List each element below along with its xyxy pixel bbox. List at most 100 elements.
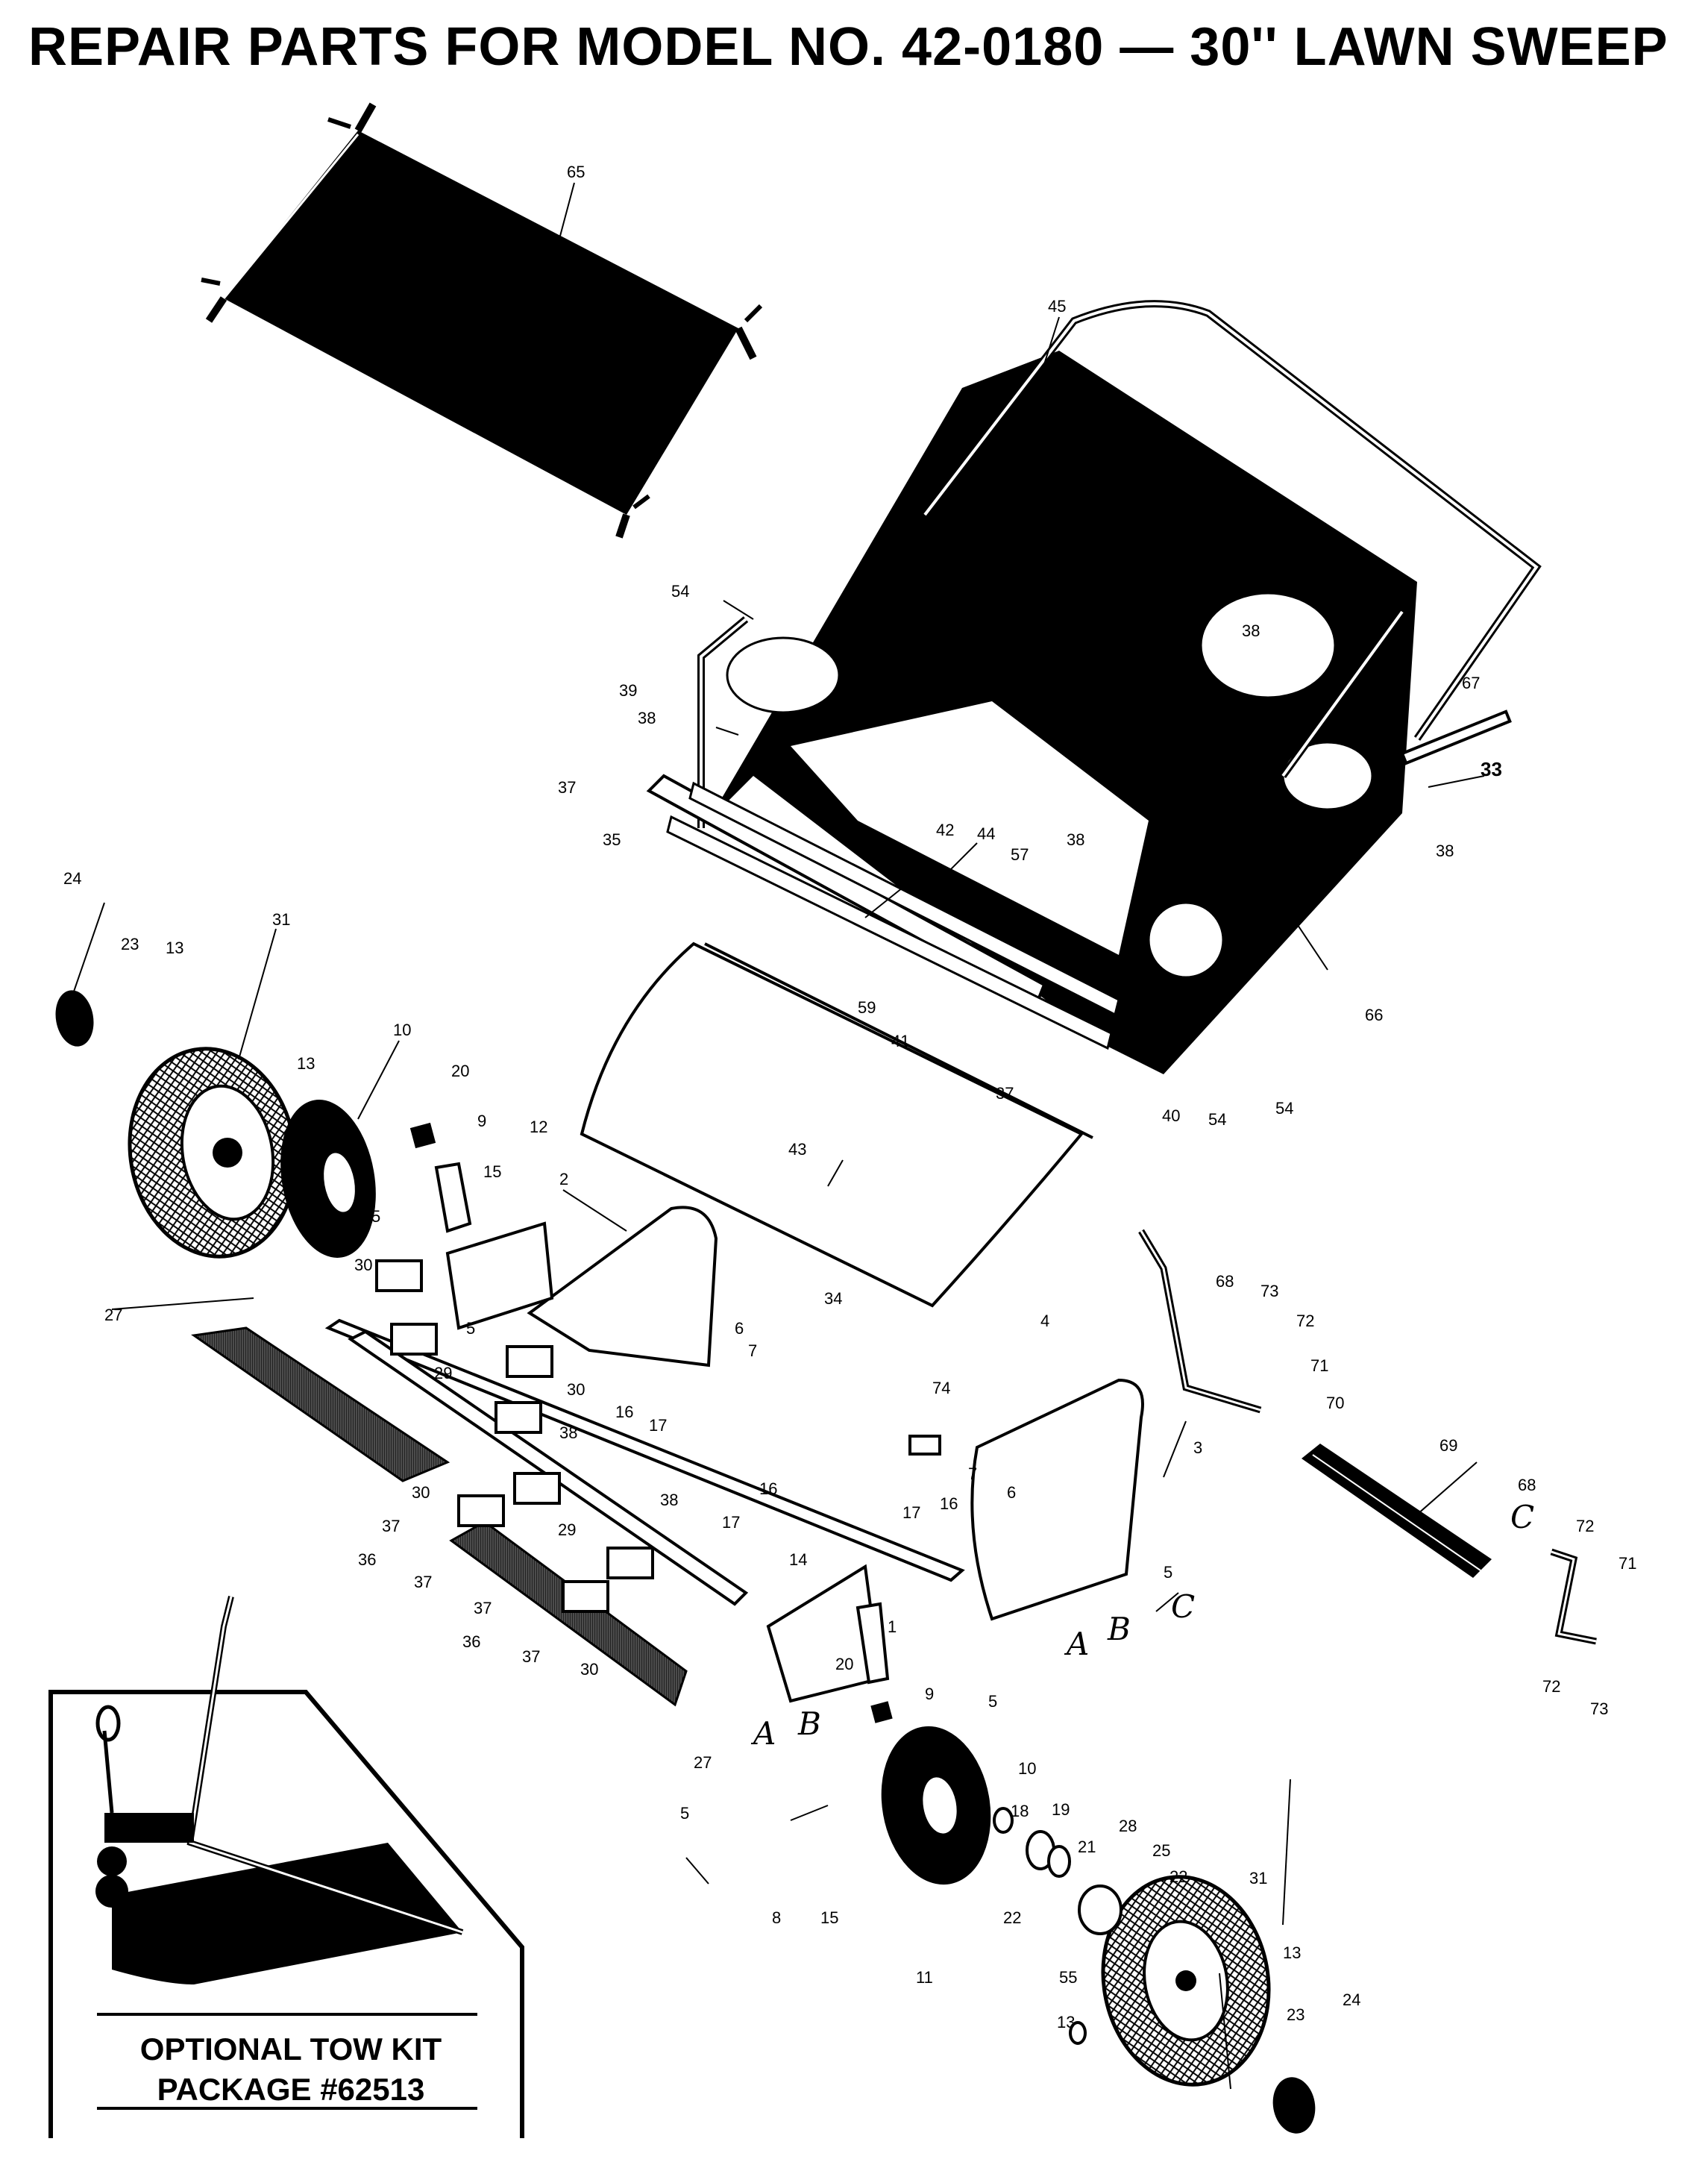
- callout-4: 4: [1040, 1312, 1049, 1330]
- callout-38: 38: [1067, 830, 1084, 849]
- callout-numbers: 65 45 54 33 38 67 39 38 38 37 33 38 44 4…: [63, 163, 1636, 2031]
- brush-27-right: [449, 1520, 688, 1707]
- callout-15: 15: [483, 1162, 501, 1181]
- callout-42: 42: [936, 821, 954, 839]
- callout-73: 73: [1260, 1282, 1278, 1300]
- frame-bars: [646, 774, 1120, 1050]
- handle-67: [697, 300, 1542, 828]
- callout-21: 21: [1078, 1838, 1096, 1856]
- callout-13: 13: [1057, 2013, 1075, 2031]
- callout-30: 30: [412, 1483, 430, 1502]
- left-cap-24: [55, 990, 94, 1047]
- callout-7: 7: [748, 1341, 757, 1360]
- callout-5: 5: [1164, 1563, 1172, 1582]
- callout-37: 37: [382, 1517, 400, 1535]
- right-hubcap-10: [881, 1726, 991, 1885]
- callout-24: 24: [1343, 1990, 1360, 2009]
- callout-45: 45: [1048, 297, 1066, 316]
- callout-20: 20: [835, 1655, 853, 1673]
- ref-letter-b: B: [797, 1705, 821, 1742]
- ref-letter-b: B: [1107, 1611, 1131, 1647]
- callout-5: 5: [929, 1757, 938, 1776]
- tow-kit-caption: OPTIONAL TOW KIT PACKAGE #62513: [67, 2029, 515, 2110]
- callout-2: 2: [559, 1170, 568, 1188]
- springs-20: [409, 1122, 893, 1723]
- callout-57: 57: [1011, 845, 1029, 864]
- ref-letter-a: A: [750, 1715, 776, 1752]
- callout-54: 54: [1275, 1099, 1293, 1118]
- callout-5: 5: [466, 1319, 475, 1338]
- callout-59: 59: [858, 998, 876, 1017]
- callout-74: 74: [932, 1379, 950, 1397]
- callout-36: 36: [462, 1632, 480, 1651]
- callout-37: 37: [414, 1573, 432, 1591]
- ref-letter-c: C: [1171, 1588, 1195, 1625]
- hopper-66: [709, 351, 1417, 1074]
- callout-7: 7: [968, 1464, 977, 1483]
- callout-29: 29: [558, 1520, 576, 1539]
- callout-31: 31: [272, 910, 290, 929]
- callout-73: 73: [1590, 1699, 1608, 1718]
- tow-kit-caption-line2: PACKAGE #62513: [157, 2072, 425, 2107]
- callout-30: 30: [567, 1380, 585, 1399]
- callout-5: 5: [680, 1804, 689, 1823]
- callout-16: 16: [615, 1403, 633, 1421]
- callout-23: 23: [121, 935, 139, 953]
- callout-8: 8: [772, 1908, 781, 1927]
- tow-kit-caption-line1: OPTIONAL TOW KIT: [139, 2031, 442, 2067]
- side-plates: [527, 1206, 1144, 1703]
- bag-cover-65: [201, 102, 763, 539]
- callout-31: 31: [1249, 1869, 1267, 1887]
- callout-37: 37: [996, 1084, 1014, 1103]
- callout-37: 37: [522, 1647, 540, 1666]
- callout-16: 16: [759, 1479, 777, 1498]
- callout-12: 12: [530, 1118, 547, 1136]
- callout-19: 19: [1052, 1800, 1070, 1819]
- callout-67: 67: [1462, 674, 1480, 692]
- callout-27: 27: [694, 1753, 712, 1772]
- callout-39: 39: [619, 681, 637, 700]
- deflector-plate-34: [580, 942, 1093, 1308]
- callout-1: 1: [888, 1617, 897, 1636]
- left-wheel-31: [128, 1047, 298, 1259]
- callout-17: 17: [902, 1503, 920, 1522]
- callout-5: 5: [371, 1207, 380, 1226]
- reference-letters: A B C A B C: [750, 1499, 1534, 1752]
- right-cap-24: [1272, 2077, 1316, 2134]
- callout-22: 22: [1169, 1867, 1187, 1886]
- bolts: [908, 709, 1512, 1456]
- callout-72: 72: [1576, 1517, 1594, 1535]
- callout-68: 68: [1216, 1272, 1234, 1291]
- callout-6: 6: [1007, 1483, 1016, 1502]
- callout-23: 23: [1287, 2005, 1304, 2024]
- callout-30: 30: [580, 1660, 598, 1679]
- callout-70: 70: [1326, 1394, 1344, 1412]
- ref-letter-a: A: [1064, 1626, 1089, 1662]
- brush-27-left: [191, 1326, 450, 1482]
- callout-25: 25: [1152, 1841, 1170, 1860]
- callout-29: 29: [434, 1364, 452, 1382]
- callout-18: 18: [1011, 1802, 1029, 1820]
- axle-14: [324, 1318, 965, 1606]
- callout-37: 37: [474, 1599, 492, 1617]
- callout-72: 72: [1296, 1312, 1314, 1330]
- callout-13: 13: [1283, 1943, 1301, 1962]
- callout-13: 13: [297, 1054, 315, 1073]
- callout-17: 17: [649, 1416, 667, 1435]
- callout-35: 35: [603, 830, 621, 849]
- callout-37: 37: [558, 778, 576, 797]
- callout-20: 20: [451, 1062, 469, 1080]
- callout-36: 36: [358, 1550, 376, 1569]
- callout-38: 38: [839, 681, 857, 700]
- ref-letter-c: C: [1510, 1499, 1534, 1535]
- drive-gears: [993, 1807, 1123, 2045]
- callout-33: 33: [1481, 758, 1502, 780]
- callout-38: 38: [1242, 621, 1260, 640]
- callout-71: 71: [1618, 1554, 1636, 1573]
- callout-3: 3: [1193, 1438, 1202, 1457]
- callout-44: 44: [977, 824, 995, 843]
- callout-38: 38: [660, 1491, 678, 1509]
- callout-55: 55: [1059, 1968, 1077, 1987]
- callout-22: 22: [1003, 1908, 1021, 1927]
